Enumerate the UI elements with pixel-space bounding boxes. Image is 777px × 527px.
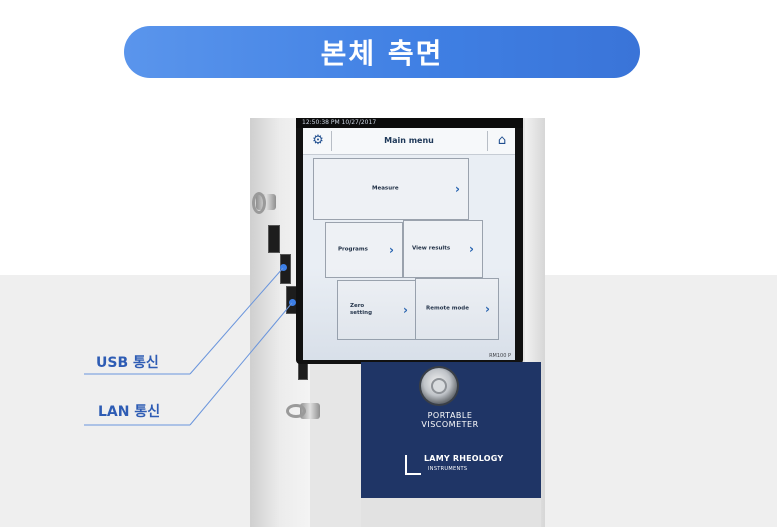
tile-measure[interactable]: Measure › (313, 158, 469, 220)
tile-label: Programs (338, 246, 368, 253)
side-port-slot (268, 225, 280, 253)
tile-programs[interactable]: Programs › (325, 222, 403, 278)
chevron-right-icon: › (389, 243, 394, 257)
page-title: 본체 측면 (124, 26, 640, 78)
tile-zero-setting[interactable]: Zero setting › (337, 280, 417, 340)
header-divider (487, 131, 488, 151)
lan-port-marker (289, 299, 296, 306)
brand-subtitle: INSTRUMENTS (428, 466, 468, 472)
power-icon (431, 378, 447, 394)
brand-logo-icon (405, 455, 421, 475)
chevron-right-icon: › (455, 182, 460, 196)
device-base (361, 498, 541, 527)
lan-leader (189, 302, 293, 426)
power-button[interactable] (421, 368, 457, 404)
product-name: PORTABLE VISCOMETER (421, 411, 479, 429)
usb-leader (189, 267, 284, 375)
chevron-right-icon: › (469, 242, 474, 256)
brand-name: LAMY RHEOLOGY (424, 454, 504, 463)
usb-port-marker (280, 264, 287, 271)
tile-label: View results (412, 245, 451, 252)
home-icon[interactable]: ⌂ (497, 133, 507, 148)
lan-callout-label: LAN 통신 (98, 404, 161, 420)
screen-header: ⚙ Main menu ⌂ (303, 128, 515, 155)
tile-view-results[interactable]: View results › (403, 220, 483, 278)
header-divider (331, 131, 332, 151)
chevron-right-icon: › (403, 303, 408, 317)
gear-icon[interactable]: ⚙ (312, 133, 324, 148)
touch-screen: ⚙ Main menu ⌂ Measure › Programs › View … (303, 128, 515, 360)
screen-title: Main menu (384, 136, 434, 145)
side-ring-top (252, 192, 266, 214)
chevron-right-icon: › (485, 302, 490, 316)
usb-callout-label: USB 통신 (96, 355, 159, 371)
model-tag: RM100 P (489, 353, 511, 359)
tile-label: Zero setting (350, 303, 372, 316)
tile-label: Measure (372, 185, 399, 192)
side-ring-bottom (286, 404, 306, 418)
tile-label: Remote mode (426, 305, 469, 312)
status-bar: 12:50:38 PM 10/27/2017 (296, 118, 523, 128)
tile-remote-mode[interactable]: Remote mode › (415, 278, 499, 340)
